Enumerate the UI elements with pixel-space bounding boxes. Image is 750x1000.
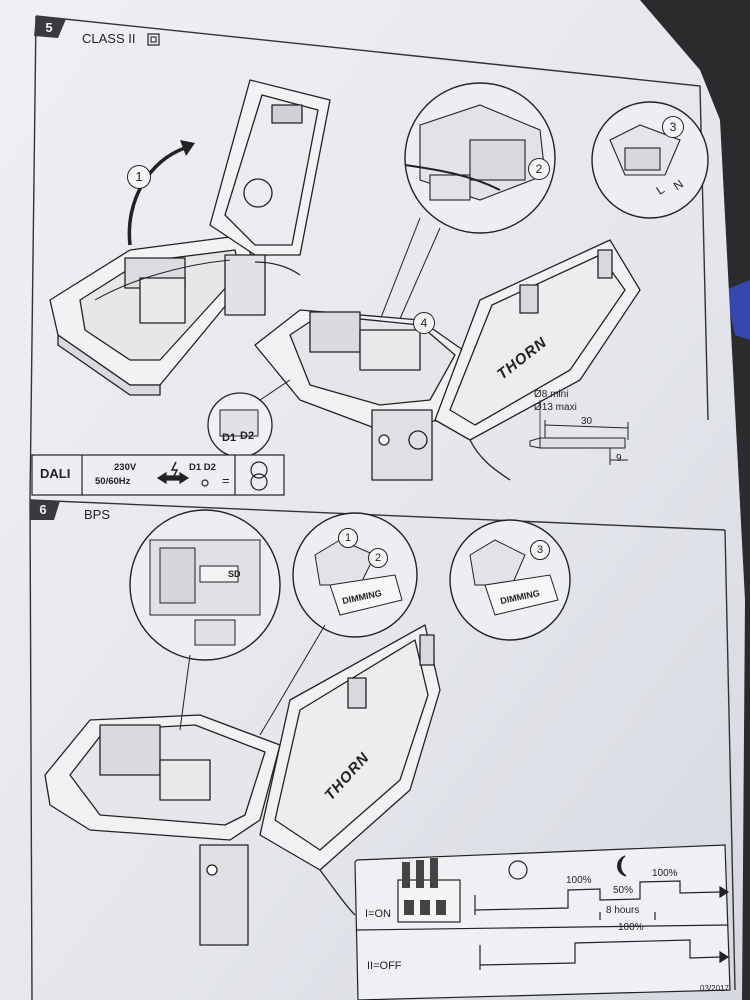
bps-step-1-badge: 1 [338,528,358,548]
section6-number-tab [30,500,60,520]
step-3-badge: 3 [662,116,684,138]
step-2-badge: 2 [528,158,550,180]
schedule-duration: 8 hours [606,905,640,916]
dali-supply-voltage: 230V [114,462,137,473]
sun-icon [508,860,528,880]
bps-schedule-diagram [354,844,731,1000]
strip-length-label: 30 [581,416,593,427]
footer-date-code: 03/2017 [700,984,729,993]
dali-table-terminals: D1 D2 [189,462,216,473]
dali-table-label: DALI [40,466,71,481]
sd-connector-label: SD [228,569,241,579]
dali-d2-label: D2 [240,430,255,442]
section5-title: CLASS II [82,31,136,46]
section5-number: 5 [45,20,53,35]
dali-d1-label: D1 [222,432,237,444]
dali-wiring-table [31,454,285,496]
bps-step-3-badge: 3 [530,540,550,560]
moon-icon [617,855,627,877]
schedule-row2-level: 100% [618,922,644,933]
step-4-badge: 4 [413,312,435,334]
bps-luminaire-illustration [44,624,441,946]
dali-table-equals: = [222,473,230,488]
section6-number: 6 [39,502,47,517]
schedule-level-high2: 100% [652,868,678,879]
dali-supply-frequency: 50/60Hz [95,476,131,487]
section5-number-tab [34,16,66,38]
cable-diameter-max: Ø13 maxi [534,402,577,413]
lightning-bolt-icon [170,461,179,479]
step-1-badge: 1 [127,165,151,189]
schedule-level-mid: 50% [613,885,634,896]
cable-strip-dimension-drawing [529,400,629,465]
luminaire-right-illustration [254,239,641,481]
schedule-level-high: 100% [566,875,592,886]
cable-diameter-min: Ø8 mini [534,389,569,400]
wire-strip-label: 9 [616,453,622,464]
luminaire-open-illustration [49,79,331,396]
schedule-row2-label: II=OFF [367,960,402,972]
section6-title: BPS [84,507,111,522]
schedule-row1-label: I=ON [365,908,391,920]
bps-step-2-badge: 2 [368,548,388,568]
class-two-double-square-icon [147,33,160,46]
